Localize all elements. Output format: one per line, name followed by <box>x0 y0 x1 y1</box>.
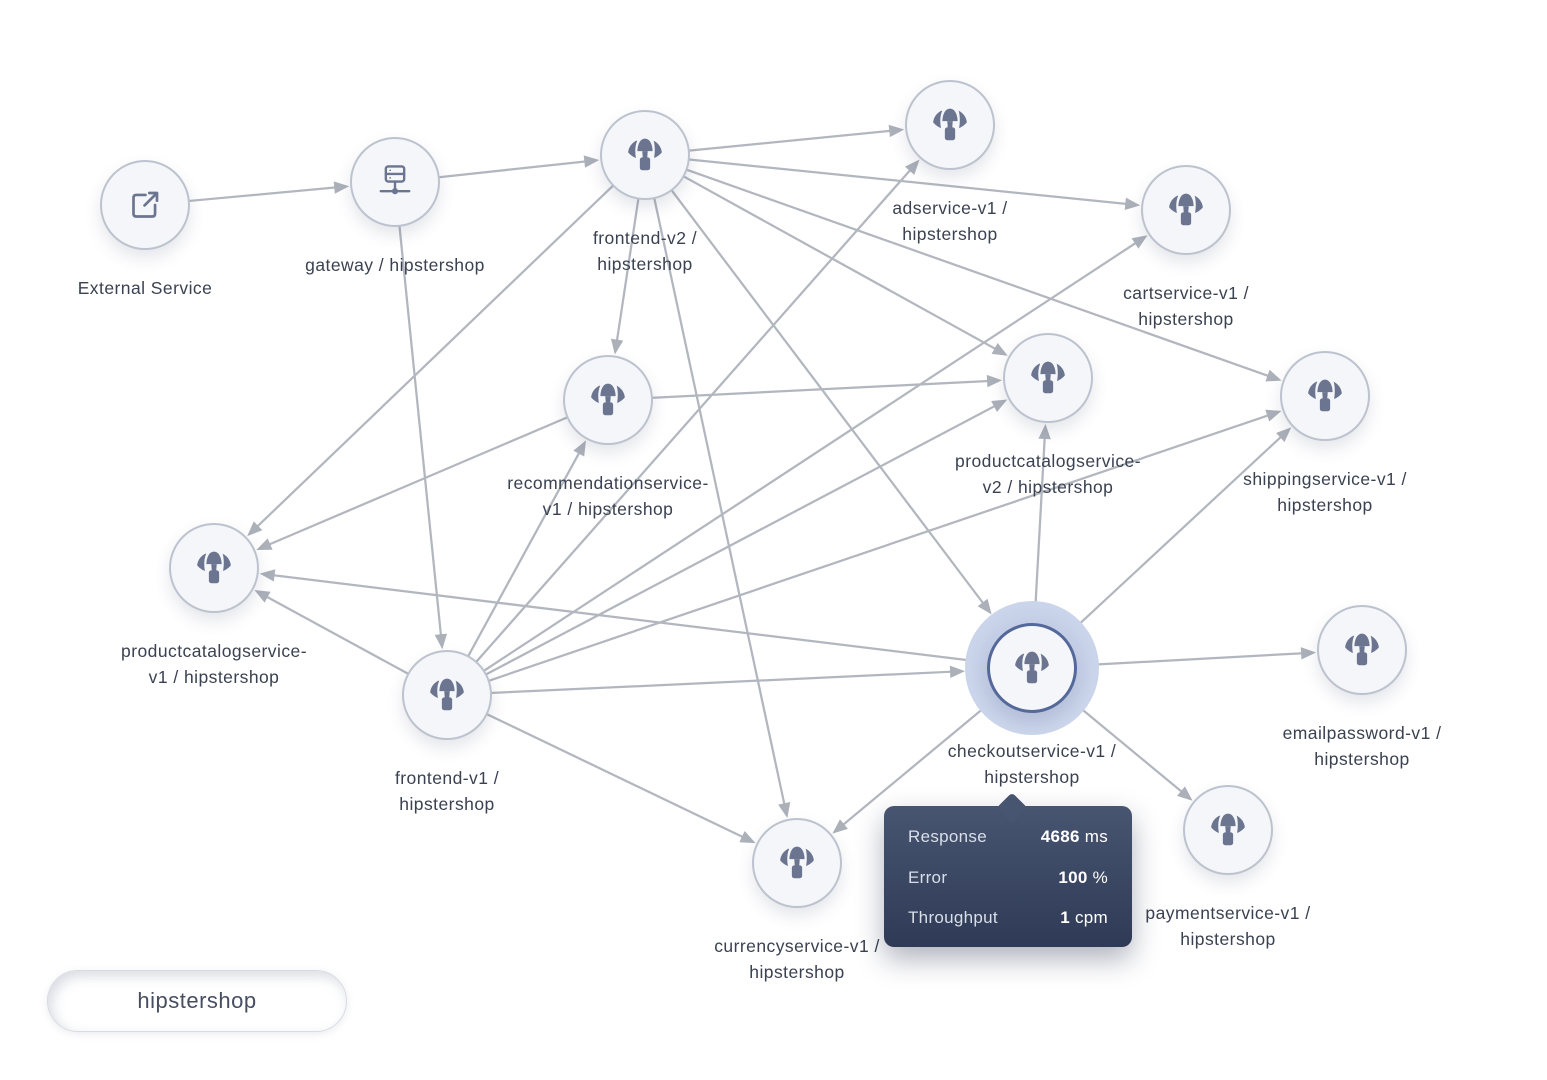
tooltip-value: 4686 <box>1040 827 1080 846</box>
tooltip-unit: ms <box>1084 827 1108 846</box>
edge-frontend-v1--recommendationservice-v1 <box>466 451 581 658</box>
edge-frontend-v1--cartservice-v1 <box>482 241 1138 673</box>
edge-gateway--frontend-v1 <box>398 224 443 637</box>
edge-frontend-v2--productcatalogservice-v1 <box>255 183 615 528</box>
service-node-external-service[interactable] <box>100 160 190 250</box>
edge-frontend-v2--cartservice-v1 <box>687 158 1128 206</box>
arrowhead-icon <box>259 569 276 582</box>
tooltip-label: Throughput <box>908 908 998 927</box>
arrowhead-icon <box>254 590 271 603</box>
arrowhead-icon <box>949 665 966 678</box>
arrowhead-icon <box>610 338 624 355</box>
arrowhead-icon <box>1038 423 1051 440</box>
parachute-box-icon <box>933 108 967 141</box>
arrowhead-icon <box>247 521 263 537</box>
parachute-box-icon <box>430 678 464 711</box>
parachute-box-icon <box>1031 361 1065 394</box>
service-node-frontend-v2[interactable] <box>600 110 690 200</box>
edge-frontend-v2--productcatalogservice-v2 <box>682 174 997 351</box>
tooltip-unit: cpm <box>1074 908 1108 927</box>
arrowhead-icon <box>1177 786 1193 801</box>
edge-frontend-v1--checkoutservice-v1 <box>489 670 953 695</box>
service-node-adservice-v1[interactable] <box>905 80 995 170</box>
edge-checkoutservice-v1--emailpassword-v1 <box>1095 652 1304 666</box>
edge-frontend-v2--shippingservice-v1 <box>685 168 1270 378</box>
service-node-recommendationservice-v1[interactable] <box>563 355 653 445</box>
edge-external-service--gateway <box>187 186 337 203</box>
arrowhead-icon <box>1131 235 1148 249</box>
tooltip-label: Error <box>908 867 948 887</box>
edge-recommendationservice-v1--productcatalogservice-v1 <box>267 415 569 546</box>
arrowhead-icon <box>991 343 1008 356</box>
tooltip-unit: % <box>1092 867 1108 887</box>
edge-checkoutservice-v1--currencyservice-v1 <box>841 708 984 827</box>
arrowhead-icon <box>832 819 848 834</box>
tooltip-value: 100 <box>1058 867 1088 887</box>
parachute-box-icon <box>780 846 814 879</box>
namespace-filter-chip[interactable]: hipstershop <box>47 970 347 1032</box>
edge-frontend-v1--shippingservice-v1 <box>487 413 1270 683</box>
edge-frontend-v1--productcatalogservice-v2 <box>484 404 997 676</box>
arrowhead-icon <box>986 374 1003 388</box>
edge-frontend-v2--currencyservice-v1 <box>652 196 786 806</box>
edge-gateway--frontend-v2 <box>437 160 587 179</box>
arrowhead-icon <box>977 598 992 615</box>
arrowhead-icon <box>256 538 273 550</box>
edge-checkoutservice-v1--shippingservice-v1 <box>1078 435 1283 626</box>
arrowhead-icon <box>778 802 791 819</box>
arrowhead-icon <box>333 181 350 194</box>
parachute-box-icon <box>1211 813 1245 846</box>
arrowhead-icon <box>583 155 600 168</box>
service-node-cartservice-v1[interactable] <box>1141 165 1231 255</box>
parachute-box-icon <box>197 551 231 584</box>
arrowhead-icon <box>888 124 905 138</box>
parachute-box-icon <box>1345 633 1379 666</box>
edge-frontend-v1--adservice-v1 <box>474 168 912 664</box>
arrowhead-icon <box>1265 409 1282 422</box>
edge-recommendationservice-v1--productcatalogservice-v2 <box>650 379 990 399</box>
service-node-paymentservice-v1[interactable] <box>1183 785 1273 875</box>
arrowhead-icon <box>573 440 586 457</box>
edge-frontend-v2--checkoutservice-v1 <box>669 188 985 605</box>
edge-frontend-v1--currencyservice-v1 <box>485 712 745 839</box>
tooltip-value: 1 <box>1060 908 1070 927</box>
edge-checkoutservice-v1--productcatalogservice-v2 <box>1034 436 1046 605</box>
edge-frontend-v2--adservice-v1 <box>687 129 892 152</box>
edge-frontend-v2--recommendationservice-v1 <box>615 197 640 342</box>
external-link-icon <box>132 191 159 218</box>
service-node-currencyservice-v1[interactable] <box>752 818 842 908</box>
service-node-frontend-v1[interactable] <box>402 650 492 740</box>
arrowhead-icon <box>1300 647 1317 660</box>
arrowhead-icon <box>1276 427 1292 443</box>
parachute-box-icon <box>591 383 625 416</box>
service-node-emailpassword-v1[interactable] <box>1317 605 1407 695</box>
service-node-productcatalogservice-v1[interactable] <box>169 523 259 613</box>
edge-checkoutservice-v1--paymentservice-v1 <box>1080 707 1184 794</box>
service-node-checkoutservice-v1[interactable] <box>987 623 1077 713</box>
service-node-productcatalogservice-v2[interactable] <box>1003 333 1093 423</box>
namespace-filter-label: hipstershop <box>137 988 257 1013</box>
arrowhead-icon <box>904 159 920 175</box>
edge-checkoutservice-v1--productcatalogservice-v1 <box>272 574 969 662</box>
parachute-box-icon <box>1015 651 1049 684</box>
edge-frontend-v1--productcatalogservice-v1 <box>265 595 410 676</box>
tooltip-row-error: Error 100% <box>908 868 1108 888</box>
parachute-box-icon <box>1169 193 1203 226</box>
tooltip-label: Response <box>908 827 987 846</box>
arrowhead-icon <box>991 399 1008 412</box>
arrowhead-icon <box>434 633 448 650</box>
arrowhead-icon <box>1124 197 1141 210</box>
arrowhead-icon <box>739 831 756 844</box>
parachute-box-icon <box>1308 379 1342 412</box>
service-node-gateway[interactable] <box>350 137 440 227</box>
gateway-icon <box>379 165 411 195</box>
arrowhead-icon <box>1265 369 1282 382</box>
service-node-shippingservice-v1[interactable] <box>1280 351 1370 441</box>
parachute-box-icon <box>628 138 662 171</box>
